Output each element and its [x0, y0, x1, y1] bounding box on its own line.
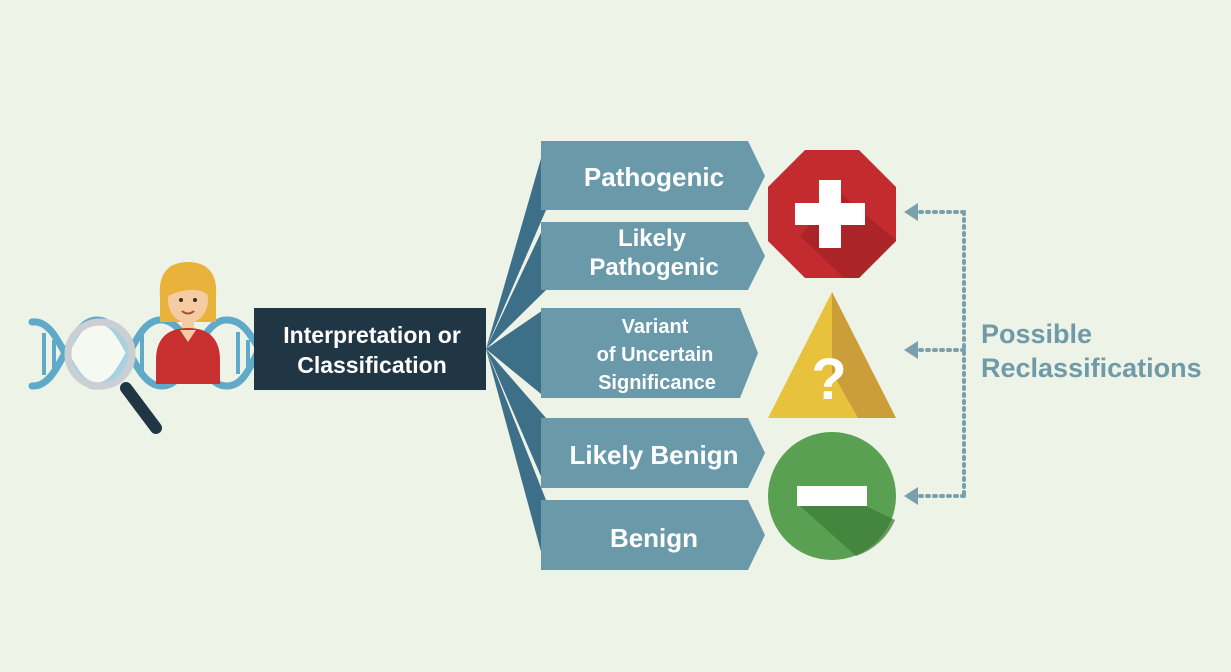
category-benign: Benign: [541, 500, 765, 570]
center-label-line2: Classification: [297, 352, 447, 378]
category-label: Likely: [618, 225, 687, 252]
category-pathogenic: Pathogenic: [541, 141, 765, 210]
reclassification-bracket: [904, 203, 966, 505]
category-label: Pathogenic: [584, 162, 724, 192]
reclassification-label-line1: Possible: [981, 319, 1092, 349]
arrow-left-icon: [904, 203, 918, 221]
center-label-line1: Interpretation or: [283, 322, 461, 348]
reclassification-label-line2: Reclassifications: [981, 353, 1202, 383]
branch-fan: [486, 141, 546, 570]
interpretation-box: Interpretation or Classification: [254, 308, 486, 390]
category-likely-pathogenic: Likely Pathogenic: [541, 222, 765, 290]
person-icon: [156, 262, 220, 384]
category-label: Significance: [598, 372, 716, 394]
plus-icon: [768, 150, 896, 278]
svg-text:?: ?: [811, 347, 846, 412]
magnifier-icon: [64, 318, 162, 434]
category-label: Likely Benign: [569, 440, 738, 470]
arrow-left-icon: [904, 341, 918, 359]
minus-icon: [768, 432, 896, 560]
category-vus: Variant of Uncertain Significance: [541, 308, 758, 398]
category-label: Pathogenic: [589, 254, 718, 281]
category-label: Variant: [622, 316, 689, 338]
arrow-left-icon: [904, 487, 918, 505]
category-label: of Uncertain: [597, 344, 714, 366]
category-likely-benign: Likely Benign: [541, 418, 765, 488]
category-label: Benign: [610, 523, 698, 553]
question-icon: ?: [768, 292, 896, 418]
